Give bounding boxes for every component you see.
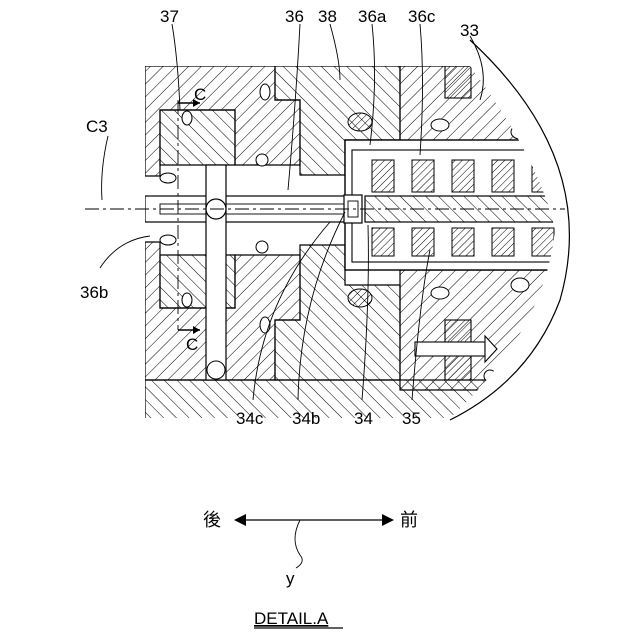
label-C-bottom: C: [186, 335, 198, 354]
label-34b: 34b: [292, 409, 320, 428]
label-38: 38: [318, 7, 337, 26]
label-36: 36: [285, 7, 304, 26]
fitting-top: [445, 66, 471, 98]
label-35: 35: [402, 409, 421, 428]
label-C3: C3: [86, 117, 108, 136]
bottom-strip: [145, 380, 560, 420]
label-34: 34: [354, 409, 373, 428]
axis-label-y: y: [286, 569, 295, 588]
direction-indicator: [234, 514, 394, 568]
direction-front-label: 前: [400, 510, 418, 531]
label-34c: 34c: [236, 409, 264, 428]
housing-section: [145, 66, 565, 420]
flow-port: [415, 342, 485, 356]
label-36c: 36c: [408, 7, 436, 26]
label-33: 33: [460, 21, 479, 40]
label-36a: 36a: [358, 7, 387, 26]
rear-block-plug-upper: [160, 110, 235, 165]
detail-caption: DETAIL.A: [254, 609, 329, 628]
label-37: 37: [160, 7, 179, 26]
right-housing-upper: [400, 66, 560, 148]
label-36b: 36b: [80, 283, 108, 302]
direction-rear-label: 後: [203, 510, 221, 531]
label-C-top: C: [194, 85, 206, 104]
vertical-rod: [206, 165, 226, 380]
